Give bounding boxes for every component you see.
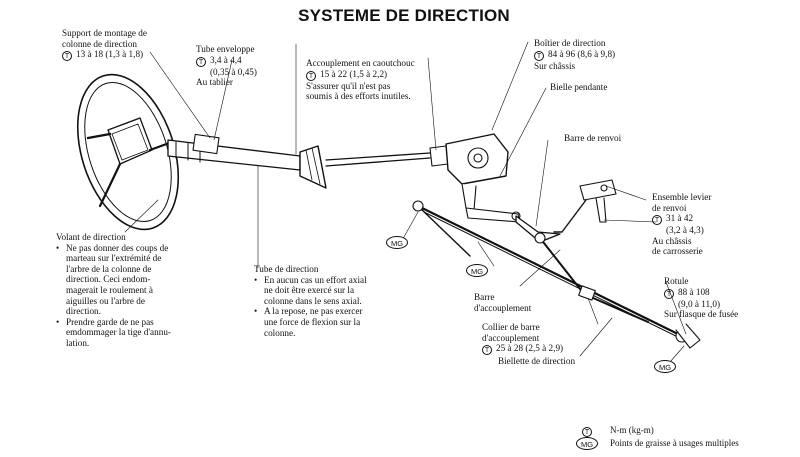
tube-direction-b1-line: ne doit être exercé sur la: [264, 285, 355, 296]
mg-marker: MG: [386, 236, 408, 249]
torque-symbol: T: [652, 215, 662, 226]
rotule-line1: Rotule: [664, 276, 689, 286]
volant-b1-line: aiguilles ou l'arbre de: [66, 295, 145, 306]
diagram-title: SYSTEME DE DIRECTION: [298, 6, 510, 25]
torque-symbol: T: [482, 345, 492, 356]
label-volant-direction: Volant de direction Ne pas donner des co…: [56, 232, 171, 349]
volant-b1-line: Ne pas donner des coups de: [66, 242, 169, 253]
label-bielle-pendante: Bielle pendante: [550, 82, 607, 93]
label-barre-accouplement: Barre d'accouplement: [474, 292, 531, 313]
label-collier-barre: Collier de barre d'accouplement T 25 à 28…: [482, 322, 564, 356]
levier-torque1: 31 à 42: [666, 213, 694, 224]
label-rotule: Rotule T 88 à 108 (9,0 à 11,0) Sur flasqu…: [664, 276, 738, 320]
rotule-torque2: (9,0 à 11,0): [678, 298, 721, 309]
tube-direction-b1-line: colonne dans le sens axial.: [264, 295, 362, 306]
torque-symbol: T: [62, 51, 72, 62]
tube-direction-b1-line: En aucun cas un effort axial: [264, 274, 367, 285]
legend-row-torque: T N-m (kg-m): [576, 424, 796, 437]
tube-enveloppe-line1: Tube enveloppe: [196, 44, 255, 54]
legend-torque-text: N-m (kg-m): [610, 425, 654, 435]
tube-direction-b2-line: une force de flexion sur la: [264, 316, 361, 327]
volant-b2-line: lation.: [66, 337, 90, 348]
accouplement-line1: Accouplement en caoutchouc: [306, 58, 415, 68]
boitier-line1: Boîtier de direction: [534, 38, 606, 48]
mg-marker: MG: [654, 360, 676, 373]
barre-accouplement-line1: Barre: [474, 292, 495, 302]
idler-arm-illustration: [553, 179, 617, 233]
collier-line2: d'accouplement: [482, 332, 540, 343]
levier-torque2: (3,2 à 4,3): [666, 225, 704, 236]
collier-torque: 25 à 28 (2,5 à 2,9): [496, 343, 564, 354]
levier-note2: de carrosserie: [652, 246, 703, 257]
steering-column-illustration: [167, 133, 449, 189]
legend-torque-symbol: T: [582, 427, 592, 437]
torque-symbol: T: [534, 50, 544, 61]
volant-b2-line: Prendre garde de ne pas: [66, 316, 154, 327]
tube-direction-title: Tube de direction: [254, 264, 319, 274]
tie-rod-illustration: [412, 200, 701, 349]
volant-b1-line: l'arbre de la colonne de: [66, 263, 152, 274]
volant-bullet-1: Ne pas donner des coups de marteau sur l…: [56, 243, 171, 317]
tube-direction-bullet-2: A la repose, ne pas exercer une force de…: [254, 306, 367, 338]
boitier-note: Sur châssis: [534, 60, 576, 71]
support-montage-torque: 13 à 18 (1,3 à 1,8): [76, 49, 144, 60]
steering-wheel-illustration: [76, 73, 180, 231]
accouplement-torque: 15 à 22 (1,5 à 2,2): [320, 68, 388, 79]
volant-b1-line: magerait le roulement à: [66, 284, 153, 295]
levier-line2: de renvoi: [652, 202, 687, 213]
relay-rod-illustration: [515, 215, 561, 243]
volant-bullet-2: Prendre garde de ne pas emdommager la ti…: [56, 317, 171, 349]
legend-mg-text: Points de graisse à usages multiples: [610, 438, 739, 448]
label-ensemble-levier: Ensemble levier de renvoi T 31 à 42 (3,2 …: [652, 192, 711, 257]
label-barre-renvoi: Barre de renvoi: [564, 133, 621, 144]
accouplement-note2: soumis à des efforts inutiles.: [306, 91, 411, 102]
barre-accouplement-line2: d'accouplement: [474, 302, 532, 313]
accouplement-note1: S'assurer qu'il n'est pas: [306, 80, 391, 91]
bielle-pendante-text: Bielle pendante: [550, 82, 608, 92]
levier-note1: Au châssis: [652, 235, 692, 246]
rotule-note: Sur flasque de fusée: [664, 309, 739, 320]
torque-symbol: T: [664, 288, 674, 299]
tube-direction-b2-line: A la repose, ne pas exercer: [264, 306, 363, 317]
label-accouplement-caoutchouc: Accouplement en caoutchouc T 15 à 22 (1,5…: [306, 58, 415, 102]
barre-renvoi-text: Barre de renvoi: [564, 133, 622, 143]
boitier-torque: 84 à 96 (8,6 à 9,8): [548, 48, 616, 59]
tube-enveloppe-note: Au tablier: [196, 77, 233, 88]
leader-lines: [124, 41, 687, 363]
collier-line1: Collier de barre: [482, 322, 540, 332]
tube-direction-bullet-1: En aucun cas un effort axial ne doit êtr…: [254, 275, 367, 307]
mg-marker: MG: [466, 264, 488, 277]
volant-b1-line: direction. Ceci endom-: [66, 274, 151, 285]
rotule-torque1: 88 à 108: [678, 286, 710, 297]
biellette-text: Biellette de direction: [498, 356, 576, 366]
volant-b1-line: direction.: [66, 306, 101, 317]
label-biellette-direction: Biellette de direction: [498, 356, 575, 367]
tube-enveloppe-torque2: (0,35 à 0,45): [210, 66, 257, 77]
steering-gearbox-illustration: [445, 133, 521, 223]
volant-title: Volant de direction: [56, 232, 126, 242]
legend: T N-m (kg-m) MG Points de graisse à usag…: [576, 424, 796, 450]
tube-direction-b2-line: colonne.: [264, 327, 296, 338]
torque-symbol: T: [196, 56, 206, 67]
torque-symbol: T: [306, 70, 316, 81]
legend-row-mg: MG Points de graisse à usages multiples: [576, 437, 796, 450]
tube-enveloppe-torque1: 3,4 à 4,4: [210, 54, 242, 65]
support-montage-line1: Support de montage de: [62, 28, 147, 38]
label-support-montage: Support de montage de colonne de directi…: [62, 28, 147, 62]
support-montage-line2: colonne de direction: [62, 38, 138, 49]
label-boitier-direction: Boîtier de direction T 84 à 96 (8,6 à 9,8…: [534, 38, 615, 71]
legend-mg-symbol: MG: [576, 437, 598, 450]
levier-line1: Ensemble levier: [652, 192, 712, 202]
volant-b2-line: emdommager la tige d'annu-: [66, 327, 171, 338]
volant-b1-line: marteau sur l'extrémité de: [66, 253, 162, 264]
label-tube-direction: Tube de direction En aucun cas un effort…: [254, 264, 367, 338]
